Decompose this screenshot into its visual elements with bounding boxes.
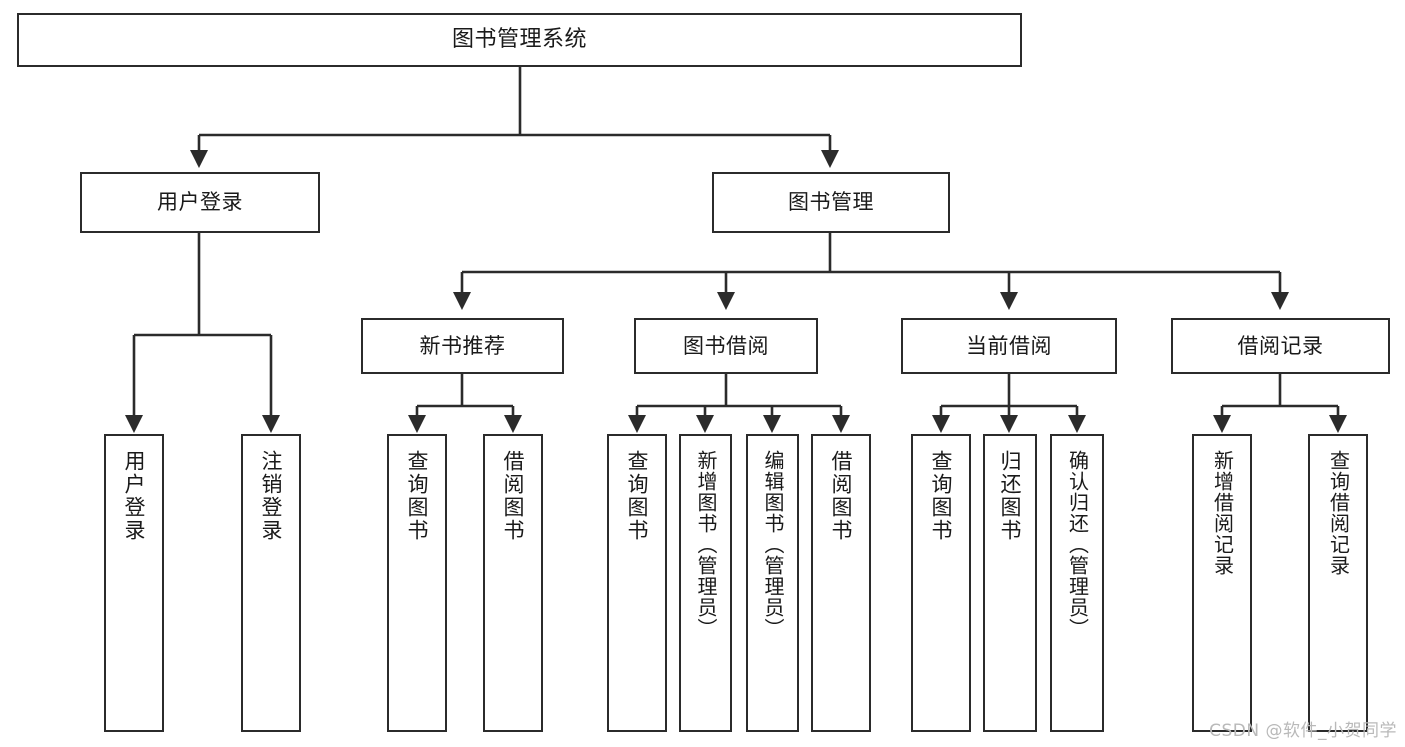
leaf-current-query-book[interactable]: 查询图书 [911,434,971,732]
node-root-label: 图书管理系统 [451,27,587,53]
node-user-login-label: 用户登录 [157,190,243,215]
node-new-book-recommend[interactable]: 新书推荐 [361,318,564,374]
leaf-borrow-borrow-book-label: 借阅图书 [829,450,854,542]
leaf-record-query-label: 查询借阅记录 [1326,450,1351,576]
leaf-new-book-borrow-label: 借阅图书 [501,450,526,542]
leaf-borrow-query-book[interactable]: 查询图书 [607,434,667,732]
node-current-borrow-label: 当前借阅 [966,333,1052,358]
leaf-current-return-book-label: 归还图书 [998,450,1023,542]
node-current-borrow[interactable]: 当前借阅 [901,318,1117,374]
leaf-borrow-add-book-label: 新增图书（管理员） [694,450,718,639]
leaf-borrow-edit-book-label: 编辑图书（管理员） [761,450,785,639]
node-user-login[interactable]: 用户登录 [80,172,320,233]
leaf-borrow-add-book[interactable]: 新增图书（管理员） [679,434,732,732]
leaf-borrow-edit-book[interactable]: 编辑图书（管理员） [746,434,799,732]
leaf-borrow-borrow-book[interactable]: 借阅图书 [811,434,871,732]
node-root[interactable]: 图书管理系统 [17,13,1022,67]
leaf-new-book-query-label: 查询图书 [405,450,430,542]
csdn-watermark: CSDN @软件_小贺同学 [1209,721,1397,741]
node-borrow-record[interactable]: 借阅记录 [1171,318,1390,374]
leaf-user-login-logout[interactable]: 注销登录 [241,434,301,732]
node-book-management[interactable]: 图书管理 [712,172,950,233]
leaf-user-login-login-label: 用户登录 [122,450,147,542]
leaf-current-confirm-return-label: 确认归还（管理员） [1065,450,1090,639]
node-book-management-label: 图书管理 [788,190,874,215]
leaf-new-book-borrow[interactable]: 借阅图书 [483,434,543,732]
node-book-borrow-label: 图书借阅 [683,333,769,358]
leaf-new-book-query[interactable]: 查询图书 [387,434,447,732]
leaf-record-add[interactable]: 新增借阅记录 [1192,434,1252,732]
node-new-book-recommend-label: 新书推荐 [419,333,506,358]
node-book-borrow[interactable]: 图书借阅 [634,318,818,374]
leaf-current-confirm-return[interactable]: 确认归还（管理员） [1050,434,1104,732]
leaf-current-query-book-label: 查询图书 [929,450,954,542]
leaf-user-login-logout-label: 注销登录 [259,450,284,542]
leaf-record-query[interactable]: 查询借阅记录 [1308,434,1368,732]
leaf-borrow-query-book-label: 查询图书 [625,450,650,542]
leaf-user-login-login[interactable]: 用户登录 [104,434,164,732]
node-borrow-record-label: 借阅记录 [1237,333,1324,358]
leaf-record-add-label: 新增借阅记录 [1210,450,1235,576]
leaf-current-return-book[interactable]: 归还图书 [983,434,1037,732]
